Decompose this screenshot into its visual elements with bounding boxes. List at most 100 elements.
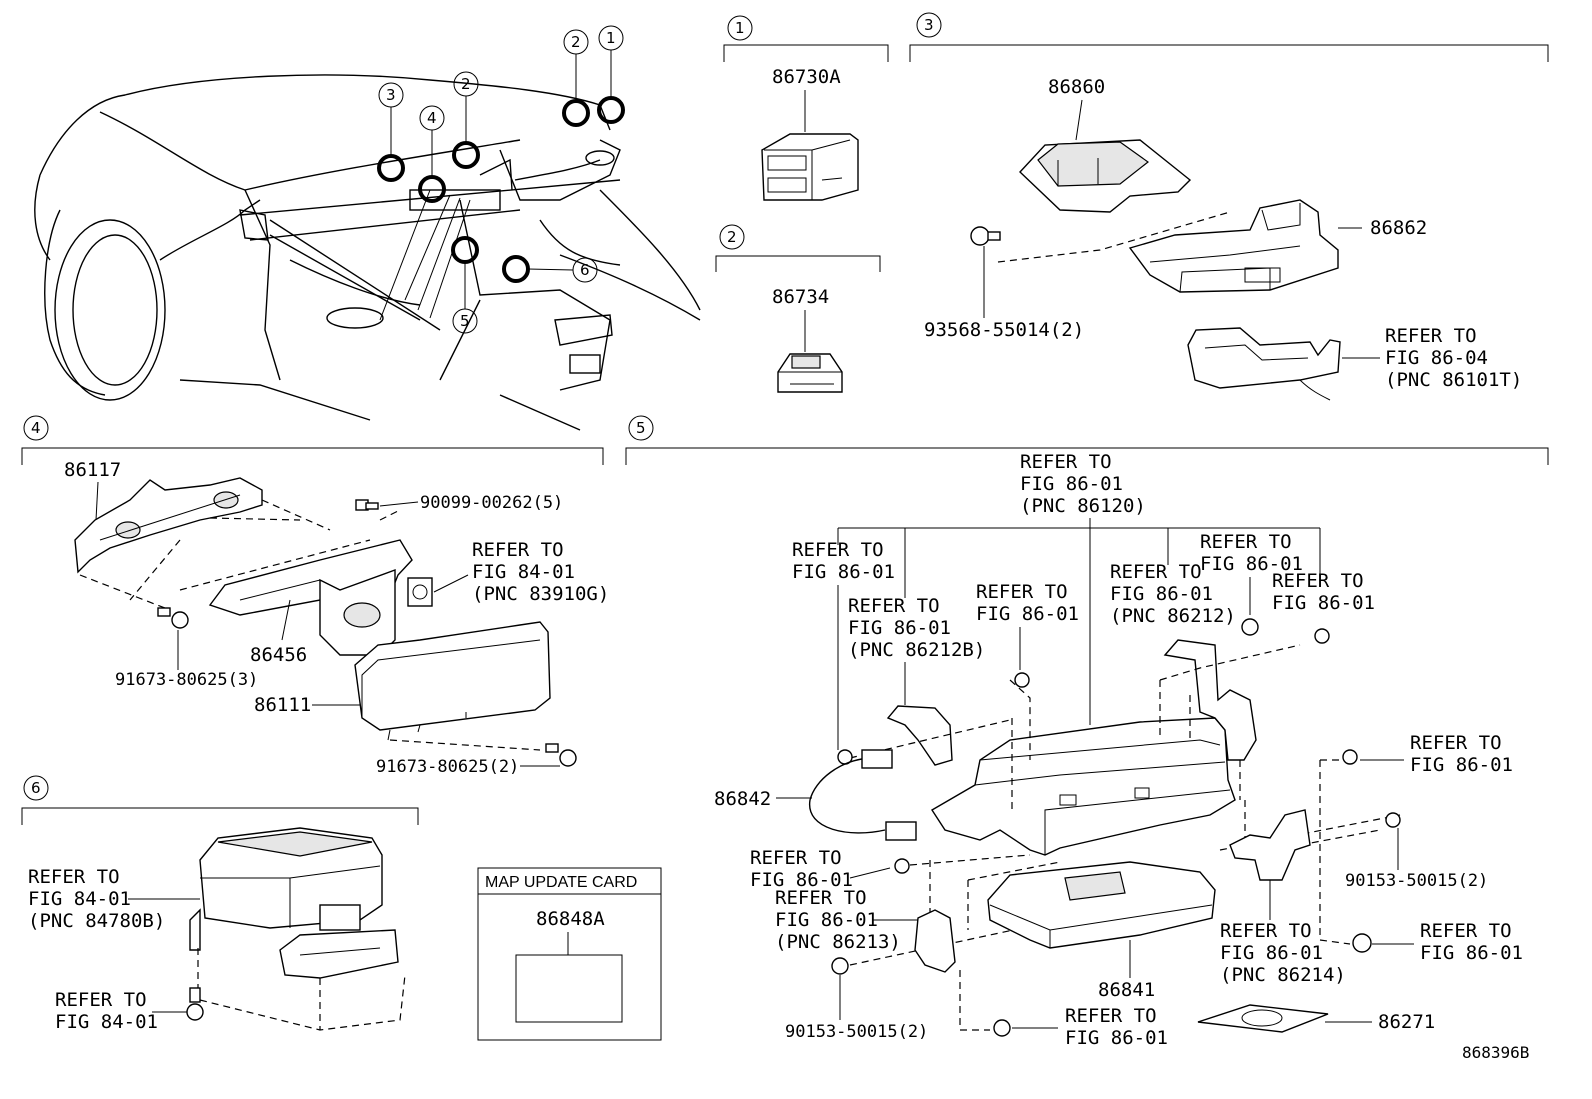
refer-5-1-line2: FIG 86-01 — [848, 617, 951, 639]
part-86841-illustration — [987, 861, 1216, 949]
bolt-icon — [1014, 672, 1030, 688]
part-90153-right-label: 90153-50015(2) — [1345, 871, 1488, 891]
part-86456-label: 86456 — [250, 644, 307, 666]
refer-84780B-line2: FIG 84-01 — [28, 888, 131, 910]
map-card-icon — [515, 954, 623, 1023]
bolt-icon — [1385, 812, 1401, 828]
marker-label-2: 2 — [461, 75, 471, 93]
refer-86120-line1: REFER TO — [1020, 451, 1112, 473]
section-4: 4 86117 90099-00262(5) 86456 — [21, 415, 609, 777]
bolt-91673-b-icon — [545, 743, 577, 767]
refer-5-0-line1: REFER TO — [792, 539, 884, 561]
diagram-code: 868396B — [1462, 1043, 1529, 1062]
refer-5-11-line2: FIG 86-01 — [1065, 1027, 1168, 1049]
part-91673-3-label: 91673-80625(3) — [115, 670, 258, 690]
refer-5-2-line2: FIG 86-01 — [976, 603, 1079, 625]
bolt-93568-icon — [970, 226, 1001, 246]
refer-5-11-line1: REFER TO — [1065, 1005, 1157, 1027]
map-update-card-title: MAP UPDATE CARD — [485, 874, 637, 891]
refer-5-5-line1: REFER TO — [1272, 570, 1364, 592]
refer-5-3-line2: FIG 86-01 — [1110, 583, 1213, 605]
bolt-91673-a-icon — [157, 607, 189, 629]
location-markers: 3 4 2 2 1 5 6 — [377, 25, 625, 334]
bolt-icon — [993, 1019, 1011, 1037]
refer-5-2-line1: REFER TO — [976, 581, 1068, 603]
refer-5-4-line2: FIG 86-01 — [1200, 553, 1303, 575]
section-2: 2 86734 — [715, 224, 881, 393]
refer-5-6-line2: FIG 86-01 — [1410, 754, 1513, 776]
refer-83910G-line1: REFER TO — [472, 539, 564, 561]
section-5-callout: 5 — [636, 419, 646, 437]
part-86730A-illustration — [761, 133, 859, 201]
part-86862-label: 86862 — [1370, 217, 1427, 239]
part-86848A-label: 86848A — [536, 908, 605, 930]
location-marker-2b — [562, 99, 590, 127]
bolt-icons — [831, 618, 1401, 1037]
refer-83910G-line3: (PNC 83910G) — [472, 583, 609, 605]
refer-5-1-line3: (PNC 86212B) — [848, 639, 985, 661]
bracket-refer-8610T-illustration — [1187, 327, 1341, 401]
part-86860-illustration — [1019, 139, 1192, 213]
refer-5-0-line2: FIG 86-01 — [792, 561, 895, 583]
refer-5-9-line3: (PNC 86214) — [1220, 964, 1346, 986]
refer-5-6-line1: REFER TO — [1410, 732, 1502, 754]
marker-label-6: 6 — [580, 261, 590, 279]
refer-5-10-line2: FIG 86-01 — [1420, 942, 1523, 964]
location-marker-3 — [377, 154, 405, 182]
marker-label-1: 1 — [606, 29, 616, 47]
bracket-86214-illustration — [1229, 809, 1311, 881]
section-1: 1 86730A — [723, 15, 889, 201]
part-91673-2-label: 91673-80625(2) — [376, 757, 519, 777]
part-86842-label: 86842 — [714, 788, 771, 810]
bolt-84-01-icon — [186, 987, 204, 1021]
refer-86120-line3: (PNC 86120) — [1020, 495, 1146, 517]
refer-5-7-line2: FIG 86-01 — [750, 869, 853, 891]
section-1-callout: 1 — [735, 19, 745, 37]
refer-86120-line2: FIG 86-01 — [1020, 473, 1123, 495]
refer-5-4-line1: REFER TO — [1200, 531, 1292, 553]
part-86734-illustration — [777, 353, 843, 393]
bracket-86213-illustration — [914, 909, 956, 973]
part-86111-label: 86111 — [254, 694, 311, 716]
part-90099-label: 90099-00262(5) — [420, 493, 563, 513]
refer-84780B-line1: REFER TO — [28, 866, 120, 888]
refer-8610T-line3: (PNC 86101T) — [1385, 369, 1522, 391]
part-86117-label: 86117 — [64, 459, 121, 481]
part-86271-label: 86271 — [1378, 1011, 1435, 1033]
refer-5-7-line1: REFER TO — [750, 847, 842, 869]
bolt-icon — [1241, 618, 1259, 636]
refer-84780B-line3: (PNC 84780B) — [28, 910, 165, 932]
refer-83910G-line2: FIG 84-01 — [472, 561, 575, 583]
refer-5-9-line2: FIG 86-01 — [1220, 942, 1323, 964]
section-3: 3 86860 86862 93568-55014(2) — [909, 12, 1549, 401]
marker-label-5: 5 — [460, 312, 470, 330]
section-3-callout: 3 — [924, 16, 934, 34]
refer-5-10-line1: REFER TO — [1420, 920, 1512, 942]
connector-83910G-icon — [407, 577, 433, 607]
part-86862-illustration — [1128, 199, 1339, 293]
part-86730A-label: 86730A — [772, 66, 841, 88]
refer-5-1-line1: REFER TO — [848, 595, 940, 617]
part-86271-illustration — [1197, 1004, 1329, 1033]
part-86456-illustration — [208, 539, 413, 656]
refer-5-8-line3: (PNC 86213) — [775, 931, 901, 953]
bolt-90099-icon — [355, 499, 379, 511]
bolt-icon — [1352, 933, 1372, 953]
section-6: 6 REFER TO FIG 84-01 (PNC 84780B) REFER … — [21, 775, 419, 1033]
section-2-callout: 2 — [727, 228, 737, 246]
refer-5-5-line2: FIG 86-01 — [1272, 592, 1375, 614]
location-marker-6 — [502, 255, 530, 283]
part-86860-label: 86860 — [1048, 76, 1105, 98]
section-5: 5 REFER TO FIG 86-01 (PNC 86120) REFER T… — [625, 415, 1549, 1049]
refer-84-01-line2: FIG 84-01 — [55, 1011, 158, 1033]
part-86117-illustration — [74, 477, 263, 574]
refer-5-3-line1: REFER TO — [1110, 561, 1202, 583]
refer-8610T-line1: REFER TO — [1385, 325, 1477, 347]
marker-label-2b: 2 — [571, 33, 581, 51]
section-4-callout: 4 — [31, 419, 41, 437]
refer-5-8-line2: FIG 86-01 — [775, 909, 878, 931]
part-86841-label: 86841 — [1098, 979, 1155, 1001]
part-90153-left-label: 90153-50015(2) — [785, 1022, 928, 1042]
section-6-callout: 6 — [31, 779, 41, 797]
